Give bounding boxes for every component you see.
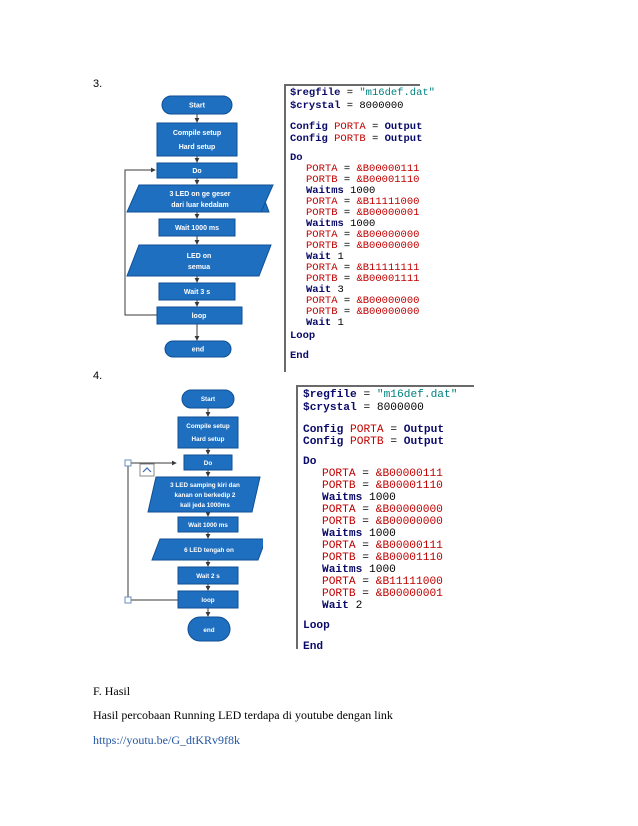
svg-text:LED on: LED on [187,253,212,260]
fc3-start: Start [161,95,233,115]
code-listing-3: $regfile = "m16def.dat" $crystal = 80000… [284,84,435,372]
fc3-io-step1: 3 LED on ge geser dari luar kedalam [126,184,274,213]
svg-text:end: end [192,347,204,354]
svg-text:Wait 3 s: Wait 3 s [184,289,210,296]
svg-text:Wait 1000 ms: Wait 1000 ms [175,225,219,232]
fc3-do: Do [156,162,238,179]
youtube-link[interactable]: https://youtu.be/G_dtKRv9f8k [93,733,240,747]
layout-options-icon[interactable] [139,463,155,477]
fc4-io-step1: 3 LED samping kiri dan kanan on berkedip… [147,476,261,513]
fc4-setup: Compile setup Hard setup [177,416,239,449]
flowchart-4: Start Compile setup Hard setup Do 3 LED … [118,386,263,648]
svg-text:Start: Start [189,103,206,110]
svg-text:dari luar kedalam: dari luar kedalam [171,202,229,209]
svg-text:Do: Do [192,168,201,175]
code-listing-4: $regfile = "m16def.dat" $crystal = 80000… [296,385,474,653]
svg-text:Start: Start [201,396,216,403]
svg-text:kali jeda 1000ms: kali jeda 1000ms [180,502,230,509]
svg-text:kanan on berkedip 2: kanan on berkedip 2 [175,492,236,499]
section-f-heading: F. Hasil [93,684,131,698]
fc4-wait2: Wait 2 s [177,566,239,585]
svg-text:3 LED samping kiri dan: 3 LED samping kiri dan [170,482,240,489]
fc3-end: end [164,340,232,358]
fc4-start: Start [181,389,235,409]
fc4-end: end [187,616,231,642]
fc4-wait1: Wait 1000 ms [177,516,239,533]
section-4-number: 4. [93,370,103,382]
svg-text:6 LED tengah on: 6 LED tengah on [184,547,234,554]
fc3-wait2: Wait 3 s [158,282,236,301]
section-3-number: 3. [93,78,103,90]
svg-text:loop: loop [201,597,214,604]
svg-text:Hard setup: Hard setup [179,144,216,151]
svg-text:loop: loop [192,313,207,320]
svg-text:Compile setup: Compile setup [186,423,230,430]
svg-text:semua: semua [188,264,210,271]
svg-text:Compile setup: Compile setup [173,130,221,137]
fc3-loop: loop [156,306,243,325]
result-text: Hasil percobaan Running LED terdapa di y… [93,708,393,722]
svg-text:end: end [203,627,214,634]
svg-text:Wait 2 s: Wait 2 s [196,573,220,580]
svg-text:Wait 1000 ms: Wait 1000 ms [188,522,228,529]
svg-text:Do: Do [204,460,213,467]
fc3-setup: Compile setup Hard setup [156,122,238,157]
svg-text:Hard setup: Hard setup [192,436,225,443]
svg-text:3 LED on ge geser: 3 LED on ge geser [169,191,230,198]
fc4-loop: loop [177,590,239,609]
selection-handles [124,459,132,604]
fc3-io-step2: LED on semua [126,244,272,277]
flowchart-3: Start Compile setup Hard setup Do 3 LED … [115,90,275,365]
fc4-io-step2: 6 LED tengah on [151,538,263,561]
fc3-wait1: Wait 1000 ms [158,218,236,237]
fc4-do: Do [183,454,233,471]
